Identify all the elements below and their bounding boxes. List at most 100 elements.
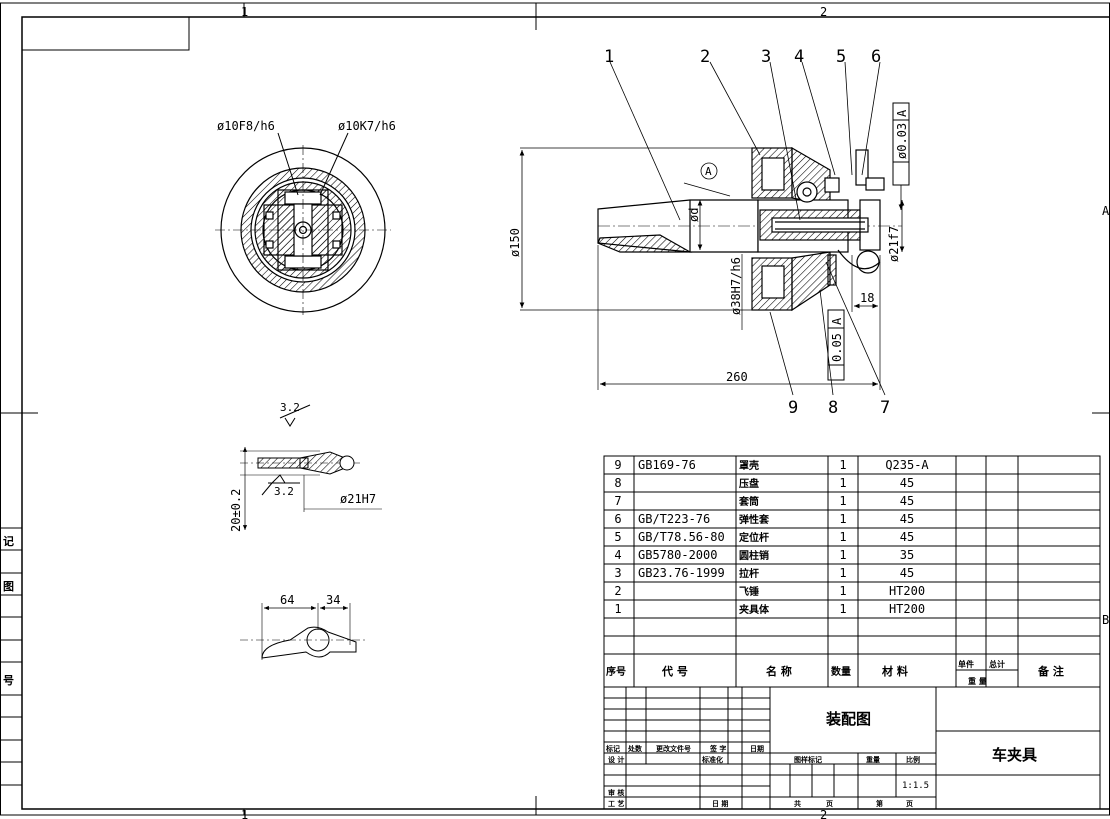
- roughness-mid: 3.2: [274, 485, 294, 498]
- dim-260: 260: [726, 370, 748, 384]
- balloon-1: 1: [604, 47, 614, 67]
- bom-header-material: 材 料: [882, 664, 908, 678]
- bom-cell-qty: 1: [839, 566, 846, 580]
- bom-header-total: 总计: [989, 659, 1005, 669]
- tb-label-count: 处数: [627, 744, 643, 753]
- bom-cell-name: 夹具体: [739, 603, 770, 616]
- bom-cell-no: 5: [614, 530, 621, 544]
- bom-cell-name: 飞锤: [739, 585, 759, 598]
- part-name: 车夹具: [992, 746, 1037, 764]
- tol-top-value: ø0.03: [895, 123, 909, 159]
- tb-label-check: 审 核: [608, 788, 624, 797]
- bom-cell-material: 45: [900, 530, 914, 544]
- bom-cell-no: 4: [614, 548, 621, 562]
- tb-label-sign: 签 字: [709, 744, 726, 753]
- tb-label-sheet2: 页: [906, 800, 913, 808]
- tb-label-mark: 标记: [605, 744, 620, 753]
- left-strip-label-2: 图: [3, 580, 14, 593]
- bom-cell-code: GB/T78.56-80: [638, 530, 725, 544]
- zone-right-a: A: [1102, 204, 1110, 218]
- roughness-top: 3.2: [280, 401, 300, 414]
- bom-cell-qty: 1: [839, 548, 846, 562]
- tol-bottom-value: 0.05: [830, 333, 844, 362]
- balloon-9: 9: [788, 398, 798, 418]
- bom-cell-name: 弹性套: [739, 513, 770, 526]
- balloon-3: 3: [761, 47, 771, 67]
- bom-cell-material: HT200: [889, 602, 925, 616]
- bom-cell-no: 8: [614, 476, 621, 490]
- left-strip: [0, 527, 22, 786]
- bom-cell-name: 压盘: [739, 477, 759, 490]
- balloon-8: 8: [828, 398, 838, 418]
- dim-dd: ød: [687, 208, 701, 222]
- tb-label-std: 标准化: [701, 755, 723, 764]
- bom-cell-material: 45: [900, 512, 914, 526]
- tb-label-nth: 第: [876, 799, 883, 808]
- balloon-7: 7: [880, 398, 890, 418]
- tol-top-datum: A: [895, 109, 909, 117]
- lever-dim-64: 64: [280, 593, 294, 607]
- zone-top-2: 2: [820, 5, 827, 19]
- bom-cell-material: Q235-A: [885, 458, 929, 472]
- main-assembly-view: [519, 61, 910, 396]
- bom-cell-no: 6: [614, 512, 621, 526]
- bom-cell-name: 定位杆: [739, 531, 769, 544]
- tb-label-weight: 重量: [866, 755, 880, 764]
- fit-label-left: ø10F8/h6: [217, 119, 275, 133]
- lever-detail-view: [240, 603, 365, 660]
- dim-18: 18: [860, 291, 874, 305]
- tb-label-sheet: 页: [826, 800, 833, 808]
- bom-header-remark: 备 注: [1037, 664, 1064, 678]
- bom-header-name: 名 称: [766, 664, 792, 678]
- bom-header-qty: 数量: [831, 665, 851, 678]
- datum-a-marker: A: [705, 165, 712, 178]
- tb-label-date2: 日 期: [712, 799, 728, 808]
- bom-header-code: 代 号: [661, 664, 688, 678]
- left-strip-label-3: 号: [3, 674, 14, 687]
- bom-cell-material: HT200: [889, 584, 925, 598]
- bom-cell-material: 45: [900, 476, 914, 490]
- zone-right-b: B: [1102, 613, 1109, 627]
- bom-cell-name: 圆柱销: [739, 549, 769, 562]
- bom-cell-code: GB23.76-1999: [638, 566, 725, 580]
- dim-bore: ø21H7: [340, 492, 376, 506]
- tb-label-stage: 图样标记: [794, 755, 822, 764]
- bom-cell-no: 9: [614, 458, 621, 472]
- drawing-name: 装配图: [825, 710, 871, 728]
- bom-cell-name: 拉杆: [739, 567, 759, 580]
- title-block-labels: 标记 处数 更改文件号 签 字 日期 设 计 标准化 图样标记 重量 比例 审 …: [605, 744, 920, 808]
- zone-bottom-2: 2: [820, 808, 827, 819]
- bom-table-grid: [603, 455, 1101, 688]
- bom-cell-no: 3: [614, 566, 621, 580]
- balloon-4: 4: [794, 47, 804, 67]
- bom-header-no: 序号: [606, 665, 626, 678]
- part-detail-view: [240, 404, 382, 530]
- dim-height: 20±0.2: [229, 489, 243, 532]
- tb-label-ratio: 比例: [906, 755, 920, 764]
- bom-cell-code: GB5780-2000: [638, 548, 717, 562]
- bom-header-weight: 重 量: [968, 676, 987, 686]
- bom-cell-qty: 1: [839, 458, 846, 472]
- bom-cell-qty: 1: [839, 476, 846, 490]
- bom-cell-qty: 1: [839, 494, 846, 508]
- bom-cell-no: 1: [614, 602, 621, 616]
- cross-section-view: [215, 132, 391, 315]
- bom-cell-code: GB/T223-76: [638, 512, 710, 526]
- tb-label-process: 工 艺: [608, 799, 624, 808]
- balloon-5: 5: [836, 47, 846, 67]
- bom-cell-no: 7: [614, 494, 621, 508]
- tb-label-date: 日期: [750, 744, 764, 753]
- bom-cell-qty: 1: [839, 512, 846, 526]
- tb-label-design: 设 计: [608, 755, 624, 764]
- bom-cell-code: GB169-76: [638, 458, 696, 472]
- dim-d150: ø150: [508, 228, 522, 257]
- tb-label-doc: 更改文件号: [656, 744, 691, 753]
- bom-header-unit: 单件: [958, 659, 974, 669]
- fit-label-right: ø10K7/h6: [338, 119, 396, 133]
- bom-cell-qty: 1: [839, 530, 846, 544]
- dim-d38: ø38H7/h6: [729, 257, 743, 315]
- bom-cell-material: 45: [900, 566, 914, 580]
